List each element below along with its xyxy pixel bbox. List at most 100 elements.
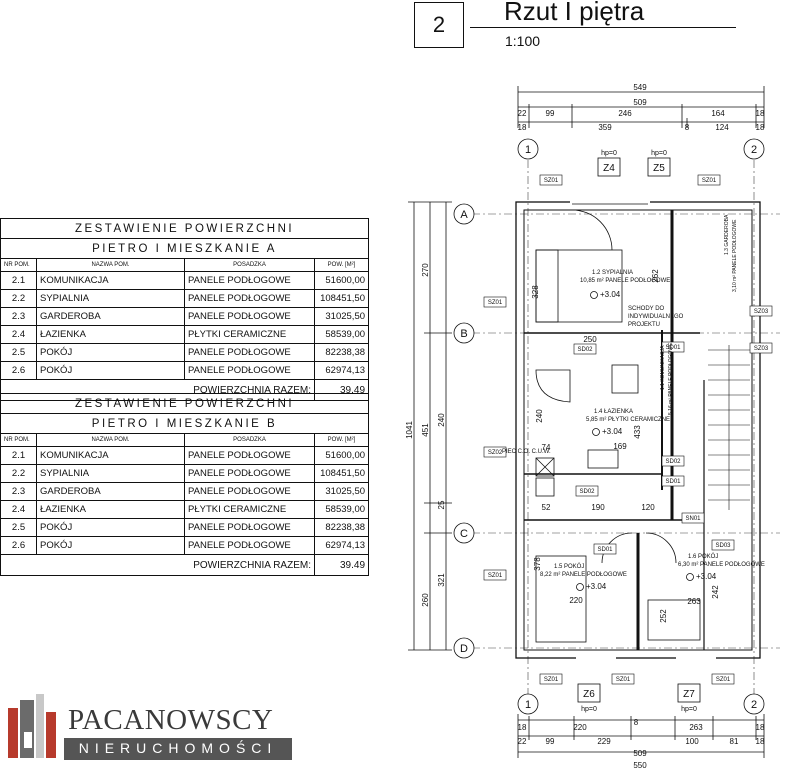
dim-label: 220 [573, 723, 587, 732]
dim-label: 246 [618, 109, 632, 118]
room-name: GARDEROBA [36, 482, 185, 501]
inner-dim: 169 [613, 442, 627, 451]
axis-label: 2 [751, 699, 757, 711]
room-label-wardrobe: 1.3 GARDEROBA [724, 214, 730, 255]
axis-label: C [460, 528, 468, 540]
wall-tag: SD03 [715, 543, 731, 549]
room-area-bathroom: 5,85 m² PŁYTKI CERAMICZNE [586, 417, 670, 423]
room-number: 2.6 [0, 361, 37, 380]
window-sill-height: hp=0 [651, 150, 667, 157]
room-number: 2.4 [0, 500, 37, 519]
axis-label: 1 [525, 699, 531, 711]
room-area-hall: 5,16 m² PANELE PODŁOGOWE [668, 342, 674, 415]
room-level-bathroom: +3.04 [602, 427, 623, 436]
room-area: 82238,38 [313, 343, 370, 362]
room-name: SYPIALNIA [36, 464, 185, 483]
table-heading: ZESTAWIENIE POWIERZCHNI [0, 393, 370, 414]
dim-label: 100 [685, 737, 699, 746]
sheet-number: 2 [432, 12, 446, 37]
company-logo-icon [8, 694, 56, 758]
wall-tag: SZ01 [544, 178, 559, 184]
col-header-area: POW. [M²] [313, 433, 370, 447]
dim-label: 25 [437, 500, 446, 509]
wall-tag: SZ01 [702, 178, 717, 184]
room-number: 2.2 [0, 464, 37, 483]
dim-label: 549 [633, 83, 647, 92]
wall-tag: SD02 [665, 459, 681, 465]
company-subtitle: NIERUCHOMOŚCI [78, 740, 278, 756]
room-floor: PŁYTKI CERAMICZNE [184, 325, 315, 344]
room-floor: PANELE PODŁOGOWE [184, 482, 315, 501]
room-floor: PANELE PODŁOGOWE [184, 518, 315, 537]
room-area: 108451,50 [313, 464, 370, 483]
room-area: 51600,00 [313, 271, 370, 290]
boiler-note: PIEC C.O. C.U.W. [502, 449, 551, 455]
room-number: 2.2 [0, 289, 37, 308]
inner-dim: 240 [535, 409, 544, 423]
room-area: 82238,38 [313, 518, 370, 537]
room-area: 108451,50 [313, 289, 370, 308]
inner-dim: 190 [591, 503, 605, 512]
dim-label: 321 [437, 573, 446, 587]
dim-label: 81 [730, 737, 739, 746]
room-floor: PANELE PODŁOGOWE [184, 446, 315, 465]
dim-label: 1041 [405, 421, 414, 439]
room-level-bedroom: +3.04 [600, 290, 621, 299]
room-floor: PŁYTKI CERAMICZNE [184, 500, 315, 519]
total-value: 39.49 [313, 554, 370, 576]
wall-tag: SN01 [685, 516, 701, 522]
inner-dim: 52 [542, 503, 551, 512]
dim-label: 99 [546, 737, 555, 746]
wall-tag: SD01 [665, 479, 681, 485]
wall-tag: SZ01 [488, 573, 503, 579]
room-label-bedroom: 1.2 SYPIALNIA [592, 270, 633, 276]
table-header-row: NR POM. NAZWA POM. POSADZKA POW. [M²] [0, 433, 370, 447]
room-name: POKÓJ [36, 343, 185, 362]
room-level-room-5: +3.04 [586, 582, 607, 591]
dim-label: 451 [421, 423, 430, 437]
floor-plan-drawing: 1 2 1 2 A B C D 549 509 22 99 246 164 18… [405, 83, 780, 768]
room-number: 2.1 [0, 446, 37, 465]
wall-tag: SD01 [597, 547, 613, 553]
room-floor: PANELE PODŁOGOWE [184, 271, 315, 290]
dim-label: 509 [633, 98, 647, 107]
dim-label: 260 [421, 593, 430, 607]
table-subheading: PIETRO I MIESZKANIE A [0, 238, 370, 259]
dim-label: 18 [518, 723, 527, 732]
dim-label: 18 [756, 123, 765, 132]
inner-dim: 378 [533, 557, 542, 571]
inner-dim: 74 [542, 443, 551, 452]
room-area-room-6: 6,30 m² PANELE PODŁOGOWE [678, 562, 765, 568]
room-name: POKÓJ [36, 518, 185, 537]
col-header-number: NR POM. [0, 258, 37, 272]
col-header-name: NAZWA POM. [36, 258, 185, 272]
wall-tag: SZ01 [488, 300, 503, 306]
dim-label: 22 [518, 109, 527, 118]
room-area: 31025,50 [313, 482, 370, 501]
area-table-a: ZESTAWIENIE POWIERZCHNI PIETRO I MIESZKA… [0, 218, 370, 401]
axis-label: A [460, 209, 468, 221]
stairs-note: PROJEKTU [628, 322, 660, 328]
room-name: POKÓJ [36, 536, 185, 555]
dim-label: 124 [715, 123, 729, 132]
room-name: KOMUNIKACJA [36, 271, 185, 290]
room-area: 58539,00 [313, 325, 370, 344]
axis-label: B [460, 328, 467, 340]
room-number: 2.3 [0, 307, 37, 326]
room-area-wardrobe: 3,10 m² PANELE PODŁOGOWE [732, 219, 738, 292]
room-label-bathroom: 1.4 ŁAZIENKA [594, 409, 633, 415]
room-number: 2.6 [0, 536, 37, 555]
axis-label: 1 [525, 144, 531, 156]
dim-label: 270 [421, 263, 430, 277]
wall-tag: SZ01 [716, 677, 731, 683]
dim-label: 359 [598, 123, 612, 132]
inner-dim: 220 [569, 596, 583, 605]
company-subtitle-bar [64, 738, 292, 760]
room-name: GARDEROBA [36, 307, 185, 326]
